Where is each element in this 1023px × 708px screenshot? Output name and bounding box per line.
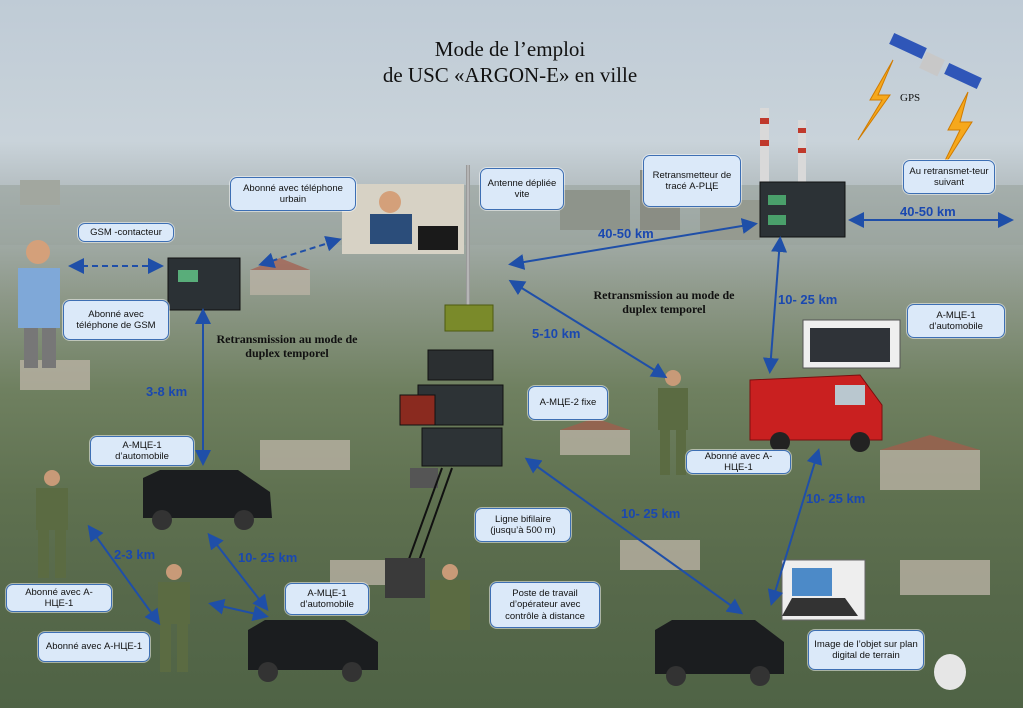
- gsm-subscriber-figure: [18, 240, 60, 368]
- callout-gsm-contact: GSM -contacteur: [78, 223, 174, 242]
- antenna-base: [444, 304, 494, 332]
- van-vehicle: [749, 374, 883, 452]
- callout-next-retransmitter: Au retransmet-teur suivant: [903, 160, 995, 194]
- amce2-rack: [399, 349, 504, 488]
- link-van-laptop: [767, 448, 823, 606]
- page-title: Mode de l’emploi de USC «ARGON-E» en vil…: [300, 36, 720, 88]
- callout-urban-phone: Abonné avec téléphone urbain: [230, 177, 356, 211]
- link-antenna-soldier: [508, 279, 668, 379]
- callout-amce1-right: А-МЦЕ-1 d’automobile: [907, 304, 1005, 338]
- soldier-figures: [36, 370, 688, 672]
- suv-vehicle: [248, 620, 378, 682]
- urban-subscriber-image: [342, 184, 464, 254]
- distance-label: 5-10 km: [532, 326, 581, 341]
- distance-label: 3-8 km: [146, 384, 188, 399]
- link-antenna-retrans: [508, 218, 758, 270]
- link-soldier-suv3: [208, 598, 269, 622]
- link-terminal-urban: [258, 235, 342, 269]
- link-suv1-suv2: [207, 532, 269, 612]
- callout-ance-right: Abonné avec А-НЦЕ-1: [686, 450, 791, 474]
- link-soldier-suv2: [87, 524, 161, 626]
- callout-amce2: А-МЦЕ-2 fixe: [528, 386, 608, 420]
- callout-amce1-bottom: А-МЦЕ-1 d’automobile: [285, 583, 369, 615]
- terminal-left: [167, 257, 241, 311]
- chimney: [798, 120, 806, 190]
- distance-label: 10- 25 km: [238, 550, 298, 565]
- callout-antenna: Antenne dépliée vite: [480, 168, 564, 210]
- operator-station: [385, 558, 425, 598]
- satellite-dish-icon: [934, 654, 966, 690]
- callout-operator-workstation: Poste de travail d’opérateur avec contrô…: [490, 582, 600, 628]
- signal-bolt-icon: [857, 59, 894, 141]
- callout-gsm-subscriber: Abonné avec téléphone de GSM: [63, 300, 169, 340]
- title-line-2: de USC «ARGON-E» en ville: [382, 63, 638, 87]
- duplex-note-left: Retransmission au mode de duplex tempore…: [216, 332, 358, 360]
- distance-label: 10- 25 km: [621, 506, 681, 521]
- callout-retransmitter: Retransmetteur de tracé А-РЦЕ: [643, 155, 741, 207]
- link-retrans-van: [762, 236, 788, 374]
- title-line-1: Mode de l’emploi: [434, 37, 586, 61]
- suv-vehicle: [655, 620, 784, 686]
- duplex-note-right: Retransmission au mode de duplex tempore…: [593, 288, 735, 316]
- satellite-icon: [889, 32, 982, 90]
- retransmitter-box: [759, 181, 846, 238]
- gps-label: GPS: [900, 92, 921, 104]
- chimney: [760, 108, 769, 188]
- callout-bifilar-line: Ligne bifilaire (jusqu’à 500 m): [475, 508, 571, 542]
- distance-label: 10- 25 km: [806, 491, 866, 506]
- callout-map-image: Image de l’objet sur plan digital de ter…: [808, 630, 924, 670]
- distance-label: 40-50 km: [598, 226, 654, 241]
- callout-ance-left-2: Abonné avec А-НЦЕ-1: [38, 632, 150, 662]
- callout-amce1-left: А-МЦЕ-1 d’automobile: [90, 436, 194, 466]
- distance-label: 2-3 km: [114, 547, 156, 562]
- callout-ance-left-1: Abonné avec А-НЦЕ-1: [6, 584, 112, 612]
- distance-label: 10- 25 km: [778, 292, 838, 307]
- link-amce2-suv: [524, 457, 744, 615]
- distance-label: 40-50 km: [900, 204, 956, 219]
